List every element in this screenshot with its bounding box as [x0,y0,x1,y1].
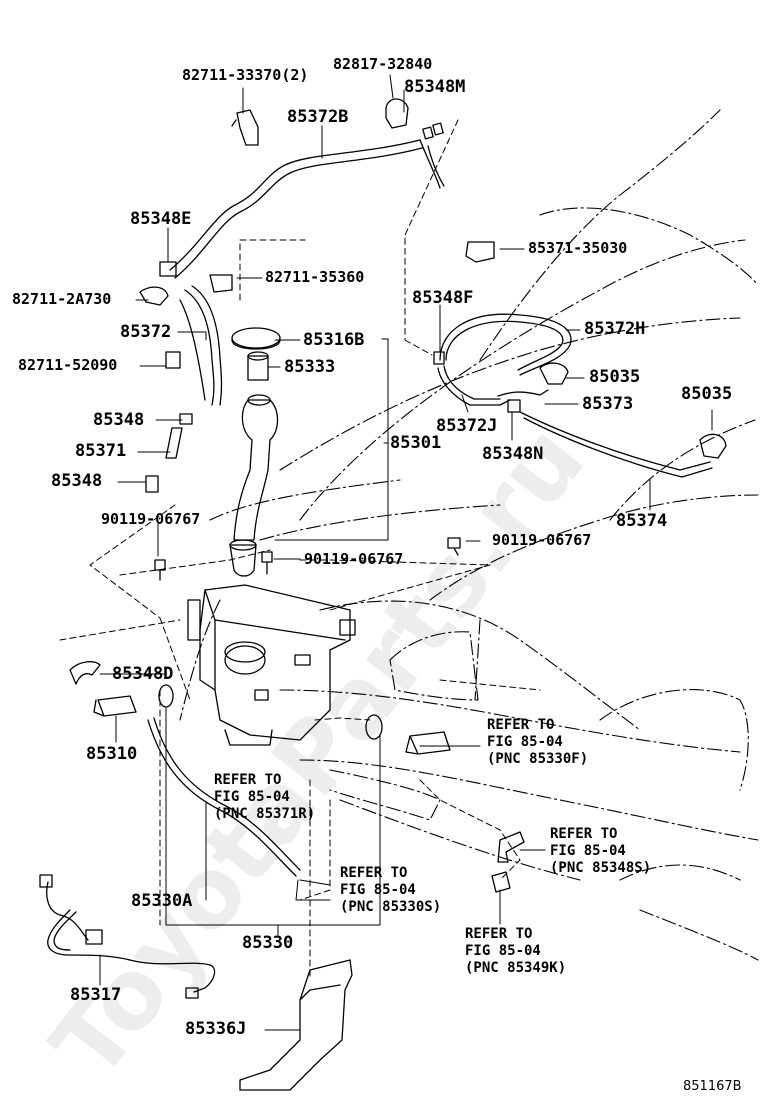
nozzle-85035-b [699,433,727,459]
label-85336J: 85336J [185,1019,247,1039]
label-85371: 85371 [75,441,127,461]
clip-82711-52090 [165,351,181,369]
label-85316B: 85316B [303,330,365,350]
label-85373: 85373 [582,394,634,414]
label-85035-a: 85035 [589,367,641,387]
label-85348M: 85348M [404,77,466,97]
label-90119-06767-c: 90119-06767 [492,531,592,549]
hose-85372B [169,122,445,279]
ref-85371R: REFER TO FIG 85-04 (PNC 85371R) [214,772,316,822]
nozzle-85349K [491,871,511,893]
leader-lines [99,74,713,1031]
harness-85317 [39,874,216,999]
label-85372B: 85372B [287,107,349,127]
label-90119-06767-b: 90119-06767 [304,550,404,568]
label-85348E: 85348E [130,209,192,229]
vehicle-body-outline [179,109,759,961]
label-85330A: 85330A [131,891,193,911]
label-82711-52090: 82711-52090 [18,356,118,374]
hose-85372H [439,313,572,376]
bracket-85336J [239,959,353,1091]
ref-85348S: REFER TO FIG 85-04 (PNC 85348S) [550,826,652,876]
clip-82711-35360 [209,274,233,293]
strainer-85333 [247,355,269,381]
joint-85348E [159,261,177,277]
label-90119-06767-a: 90119-06767 [101,510,201,528]
ref-85349K: REFER TO FIG 85-04 (PNC 85349K) [465,926,567,976]
label-85348N: 85348N [482,444,544,464]
joint-85348b [145,475,159,493]
assembly-boundary [59,119,541,981]
clip-85371-35030 [465,241,495,263]
hose-85372 [179,285,223,406]
clip-82817-32840 [385,98,409,129]
label-85301: 85301 [390,433,442,453]
label-85348-b: 85348 [51,471,103,491]
label-85035-b: 85035 [681,384,733,404]
label-85371-35030: 85371-35030 [528,239,628,257]
hose-85348S [497,831,525,863]
bolt-a [154,559,166,581]
label-85348D: 85348D [112,664,174,684]
joint-85373 [497,389,549,397]
clip-82711-2A730 [139,286,169,306]
joint-85348N [507,399,521,413]
label-85372J: 85372J [436,416,498,436]
label-85317: 85317 [70,985,122,1005]
cap-85316B [231,327,281,349]
joint-85348 [179,413,193,425]
hose-long [147,719,297,877]
diagram-code: 851167B [683,1079,742,1094]
label-85330: 85330 [242,933,294,953]
label-85372: 85372 [120,322,172,342]
ref-85330F: REFER TO FIG 85-04 (PNC 85330F) [487,717,589,767]
hose-85374 [519,411,713,478]
label-85333: 85333 [284,357,336,377]
bolt-c [447,537,461,556]
label-82711-35360: 82711-35360 [265,268,365,286]
pump-85330F [405,731,451,755]
label-85374: 85374 [616,511,668,531]
label-82817-32840: 82817-32840 [333,55,433,73]
ref-85330S: REFER TO FIG 85-04 (PNC 85330S) [340,865,442,915]
label-82711-33370: 82711-33370(2) [182,66,309,84]
label-82711-2A730: 82711-2A730 [12,290,112,308]
grommet-85330A [158,684,174,708]
inlet-85301 [233,399,279,541]
clip-82711-33370 [231,109,259,146]
hose-85348D [69,661,101,685]
nozzle-85035-a [539,362,569,385]
hose-85372J [437,367,511,406]
bolt-b [261,551,273,575]
label-85348F: 85348F [412,288,474,308]
label-85310: 85310 [86,744,138,764]
pump-85310 [93,695,137,717]
grommet-85330 [365,714,383,740]
hose-85371 [165,427,183,459]
label-85372H: 85372H [584,319,646,339]
label-85348: 85348 [93,410,145,430]
washer-tank [187,584,356,746]
joint-85348F [433,351,445,365]
